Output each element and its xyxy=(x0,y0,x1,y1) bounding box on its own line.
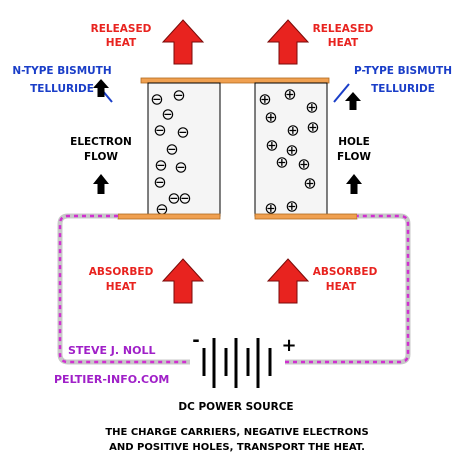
top-conductor xyxy=(140,77,330,84)
p-type-pellet xyxy=(254,82,328,217)
released-heat-right-label-1: RELEASED xyxy=(313,23,374,35)
n-type-pellet xyxy=(147,82,221,217)
electron-symbol: ⊖ xyxy=(165,140,178,159)
released-heat-arrow-left xyxy=(161,19,205,65)
electron-symbol: ⊖ xyxy=(154,156,167,175)
electron-symbol: ⊖ xyxy=(153,121,166,140)
hole-symbol: ⊕ xyxy=(285,197,298,216)
hole-symbol: ⊕ xyxy=(264,199,277,218)
electron-symbol: ⊖ xyxy=(174,158,187,177)
dc-battery xyxy=(202,338,272,388)
p-type-label-2: TELLURIDE xyxy=(371,83,435,95)
hole-symbol: ⊕ xyxy=(283,85,296,104)
website: PELTIER-INFO.COM xyxy=(54,373,169,386)
released-heat-arrow-right xyxy=(266,19,310,65)
electron-symbol: ⊖ xyxy=(172,86,185,105)
absorbed-heat-left-label-1: ABSORBED xyxy=(89,266,154,278)
caption-line-2: AND POSITIVE HOLES, TRANSPORT THE HEAT. xyxy=(109,442,365,453)
circuit-wire xyxy=(57,213,411,365)
absorbed-heat-left-label-2: HEAT xyxy=(106,281,137,293)
electron-flow-arrow-top xyxy=(93,79,109,97)
absorbed-heat-right-label-1: ABSORBED xyxy=(313,266,378,278)
hole-flow-arrow-bottom xyxy=(346,174,362,194)
electron-symbol: ⊖ xyxy=(176,123,189,142)
electron-symbol: ⊖ xyxy=(161,105,174,124)
hole-flow-label-2: FLOW xyxy=(337,151,371,163)
electron-flow-arrow-bottom xyxy=(93,174,109,194)
hole-symbol: ⊕ xyxy=(303,174,316,193)
hole-symbol: ⊕ xyxy=(275,153,288,172)
electron-flow-label-2: FLOW xyxy=(84,151,118,163)
electron-flow-label-1: ELECTRON xyxy=(70,136,132,148)
released-heat-left-label-1: RELEASED xyxy=(91,23,152,35)
hole-symbol: ⊕ xyxy=(264,108,277,127)
hole-carriers: ⊕⊕⊕⊕⊕⊕⊕⊕⊕⊕⊕⊕⊕ xyxy=(258,85,319,218)
electron-symbol: ⊖ xyxy=(153,173,166,192)
dc-power-source-label: DC POWER SOURCE xyxy=(178,401,293,413)
released-heat-right-label-2: HEAT xyxy=(328,37,359,49)
p-type-label-1: P-TYPE BISMUTH xyxy=(354,65,452,77)
hole-symbol: ⊕ xyxy=(286,121,299,140)
author-name: STEVE J. NOLL xyxy=(68,344,155,357)
hole-symbol: ⊕ xyxy=(297,155,310,174)
absorbed-heat-arrow-left xyxy=(161,258,205,304)
hole-symbol: ⊕ xyxy=(285,141,298,160)
hole-symbol: ⊕ xyxy=(306,118,319,137)
minus-sign: - xyxy=(192,330,199,351)
bottom-conductor-right xyxy=(254,213,358,220)
hole-symbol: ⊕ xyxy=(265,136,278,155)
n-type-label-2: TELLURIDE xyxy=(30,83,94,95)
plus-sign: + xyxy=(281,335,296,356)
bottom-conductor-left xyxy=(117,213,221,220)
hole-flow-arrow-top xyxy=(345,92,361,110)
electron-symbol: ⊖ xyxy=(150,90,163,109)
n-type-label-1: N-TYPE BISMUTH xyxy=(12,65,111,77)
released-heat-left-label-2: HEAT xyxy=(106,37,137,49)
hole-symbol: ⊕ xyxy=(258,90,271,109)
absorbed-heat-right-label-2: HEAT xyxy=(326,281,357,293)
electron-symbol: ⊖ xyxy=(167,189,180,208)
hole-flow-label-1: HOLE xyxy=(338,136,370,148)
absorbed-heat-arrow-right xyxy=(266,258,310,304)
p-type-pointer xyxy=(333,83,350,103)
hole-symbol: ⊕ xyxy=(305,98,318,117)
electron-symbol: ⊖ xyxy=(178,189,191,208)
caption-line-1: THE CHARGE CARRIERS, NEGATIVE ELECTRONS xyxy=(105,427,368,438)
